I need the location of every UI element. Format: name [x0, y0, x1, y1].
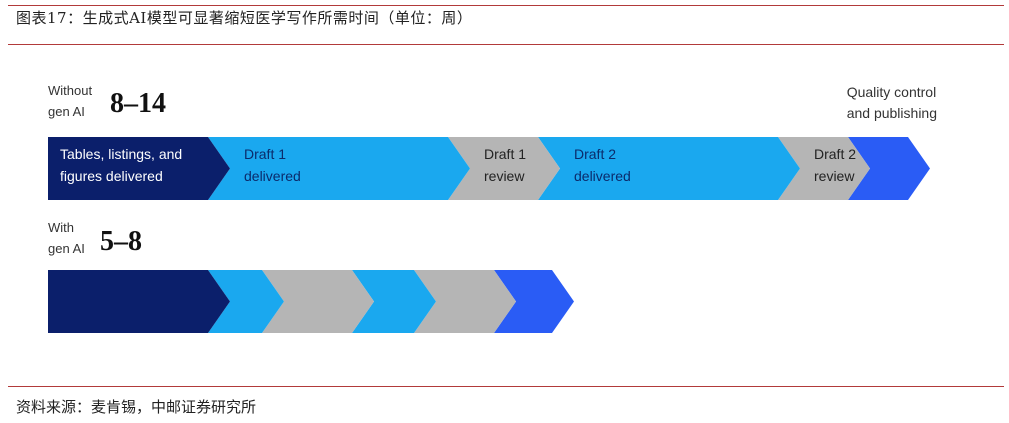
bottom-rule: [8, 386, 1004, 387]
without-gen-ai-segment-3-line2: review: [484, 168, 525, 184]
without-gen-ai-segment-5-line2: review: [814, 168, 855, 184]
without-label: Without gen AI: [48, 80, 92, 122]
without-gen-ai-segment-3-line1: Draft 1: [484, 146, 526, 162]
with-gen-ai-segment-2: [208, 270, 284, 333]
figure-title: 图表17：生成式AI模型可显著缩短医学写作所需时间（单位：周）: [16, 9, 473, 27]
without-gen-ai-segment-2-line2: delivered: [244, 168, 301, 184]
quality-control-line1: Quality control: [846, 84, 937, 100]
with-label-line2: gen AI: [48, 241, 85, 256]
without-gen-ai-segment-3: [448, 137, 560, 200]
without-gen-ai-segment-5: [778, 137, 870, 200]
with-label: With gen AI: [48, 217, 85, 259]
without-gen-ai-segment-2: [208, 137, 470, 200]
with-gen-ai-segment-1: [48, 270, 230, 333]
without-gen-ai-segment-5-line1: Draft 2: [814, 146, 856, 162]
without-gen-ai-segment-4-line2: delivered: [574, 168, 631, 184]
source-note: 资料来源：麦肯锡，中邮证券研究所: [16, 398, 257, 416]
quality-control-line2: and publishing: [846, 105, 937, 121]
without-gen-ai-segment-4: [538, 137, 800, 200]
without-gen-ai-segment-6: [848, 137, 930, 200]
with-gen-ai-segment-4: [352, 270, 436, 333]
quality-control-label: Quality control and publishing: [847, 82, 937, 124]
without-range: 8–14: [110, 88, 166, 119]
with-label-line1: With: [48, 220, 74, 235]
with-gen-ai-segment-5: [414, 270, 516, 333]
without-gen-ai-segment-2-line1: Draft 1: [244, 146, 286, 162]
without-label-line2: gen AI: [48, 104, 85, 119]
without-gen-ai-segment-1-line1: Tables, listings, and: [60, 146, 182, 162]
with-range: 5–8: [100, 226, 142, 257]
without-gen-ai-segment-4-line1: Draft 2: [574, 146, 616, 162]
without-gen-ai-segment-1-line2: figures delivered: [60, 168, 163, 184]
with-gen-ai-segment-3: [262, 270, 374, 333]
with-gen-ai-segment-6: [494, 270, 574, 333]
title-rule: [8, 44, 1004, 45]
without-gen-ai-segment-1: [48, 137, 230, 200]
without-label-line1: Without: [48, 83, 93, 98]
top-rule: [8, 5, 1004, 6]
